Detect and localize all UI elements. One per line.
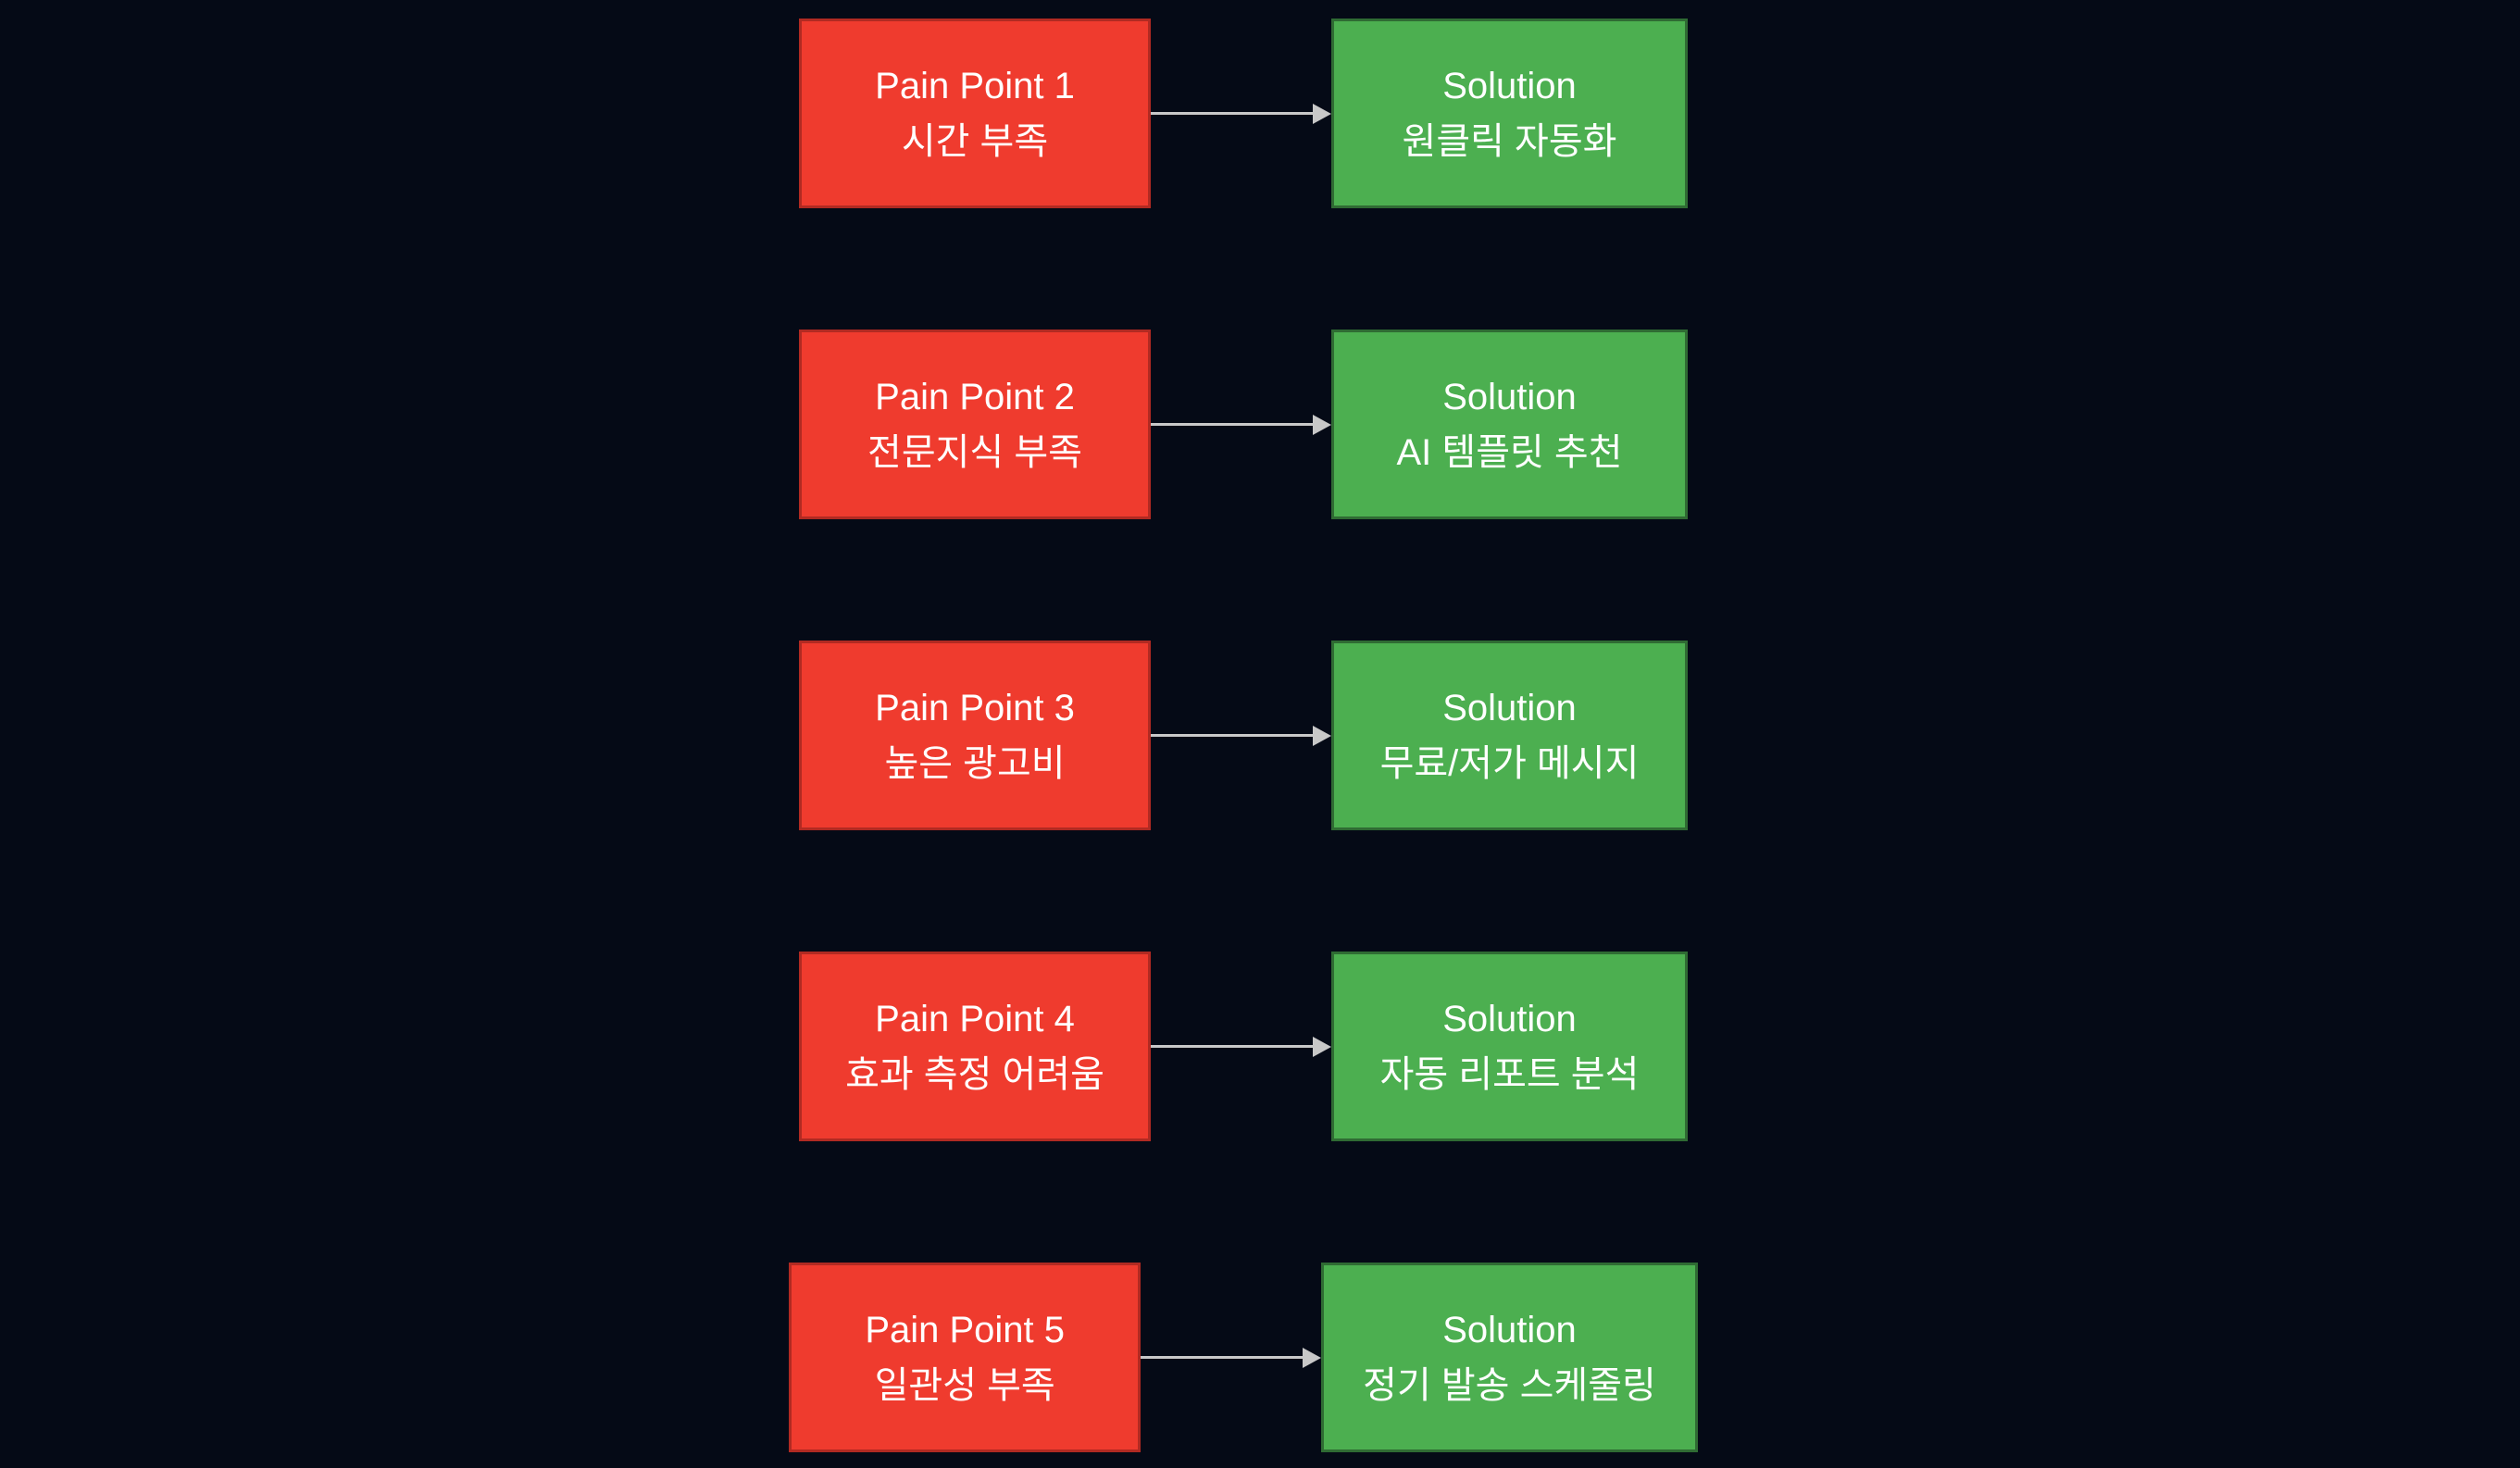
solution-node: Solution 정기 발송 스케줄링 (1321, 1263, 1698, 1452)
node-title: Pain Point 3 (875, 687, 1075, 728)
arrow-head-icon (1303, 1347, 1322, 1368)
arrow-line (1151, 112, 1313, 115)
node-subtitle: 시간 부족 (901, 120, 1049, 162)
node-subtitle: 정기 발송 스케줄링 (1363, 1364, 1656, 1406)
flow-row: Pain Point 2 전문지식 부족 Solution AI 템플릿 추천 (0, 330, 2503, 519)
arrow-connector (1141, 1347, 1322, 1368)
arrow-connector (1151, 725, 1331, 746)
solution-node: Solution 자동 리포트 분석 (1331, 952, 1688, 1141)
flow-row: Pain Point 4 효과 측정 어려움 Solution 자동 리포트 분… (0, 952, 2503, 1141)
solution-node: Solution 무료/저가 메시지 (1331, 641, 1688, 830)
flow-row: Pain Point 5 일관성 부족 Solution 정기 발송 스케줄링 (0, 1263, 2503, 1452)
node-title: Solution (1442, 687, 1577, 728)
pain-point-node: Pain Point 1 시간 부족 (799, 19, 1151, 208)
flow-row: Pain Point 3 높은 광고비 Solution 무료/저가 메시지 (0, 641, 2503, 830)
node-subtitle: 자동 리포트 분석 (1379, 1053, 1640, 1095)
node-subtitle: 무료/저가 메시지 (1379, 742, 1640, 784)
pain-point-node: Pain Point 3 높은 광고비 (799, 641, 1151, 830)
arrow-line (1151, 423, 1313, 426)
node-subtitle: 일관성 부족 (874, 1364, 1055, 1406)
flow-row: Pain Point 1 시간 부족 Solution 원클릭 자동화 (0, 19, 2503, 208)
node-title: Pain Point 4 (875, 998, 1075, 1039)
pain-point-node: Pain Point 5 일관성 부족 (789, 1263, 1141, 1452)
node-title: Solution (1442, 65, 1577, 106)
arrow-head-icon (1313, 725, 1331, 746)
node-subtitle: 전문지식 부족 (867, 431, 1082, 473)
arrow-line (1151, 1045, 1313, 1048)
arrow-line (1141, 1356, 1304, 1359)
arrow-connector (1151, 103, 1331, 124)
arrow-head-icon (1313, 414, 1331, 435)
solution-node: Solution AI 템플릿 추천 (1331, 330, 1688, 519)
solution-node: Solution 원클릭 자동화 (1331, 19, 1688, 208)
node-title: Pain Point 1 (875, 65, 1075, 106)
node-title: Pain Point 5 (865, 1309, 1066, 1350)
node-title: Solution (1442, 1309, 1577, 1350)
arrow-connector (1151, 1036, 1331, 1057)
arrow-head-icon (1313, 103, 1331, 124)
node-subtitle: 원클릭 자동화 (1402, 120, 1617, 162)
node-subtitle: AI 템플릿 추천 (1396, 431, 1623, 473)
node-title: Pain Point 2 (875, 376, 1075, 417)
arrow-line (1151, 734, 1313, 737)
node-title: Solution (1442, 998, 1577, 1039)
pain-point-node: Pain Point 4 효과 측정 어려움 (799, 952, 1151, 1141)
arrow-connector (1151, 414, 1331, 435)
pain-point-node: Pain Point 2 전문지식 부족 (799, 330, 1151, 519)
node-title: Solution (1442, 376, 1577, 417)
arrow-head-icon (1313, 1036, 1331, 1057)
node-subtitle: 효과 측정 어려움 (845, 1053, 1104, 1095)
node-subtitle: 높은 광고비 (884, 742, 1066, 784)
